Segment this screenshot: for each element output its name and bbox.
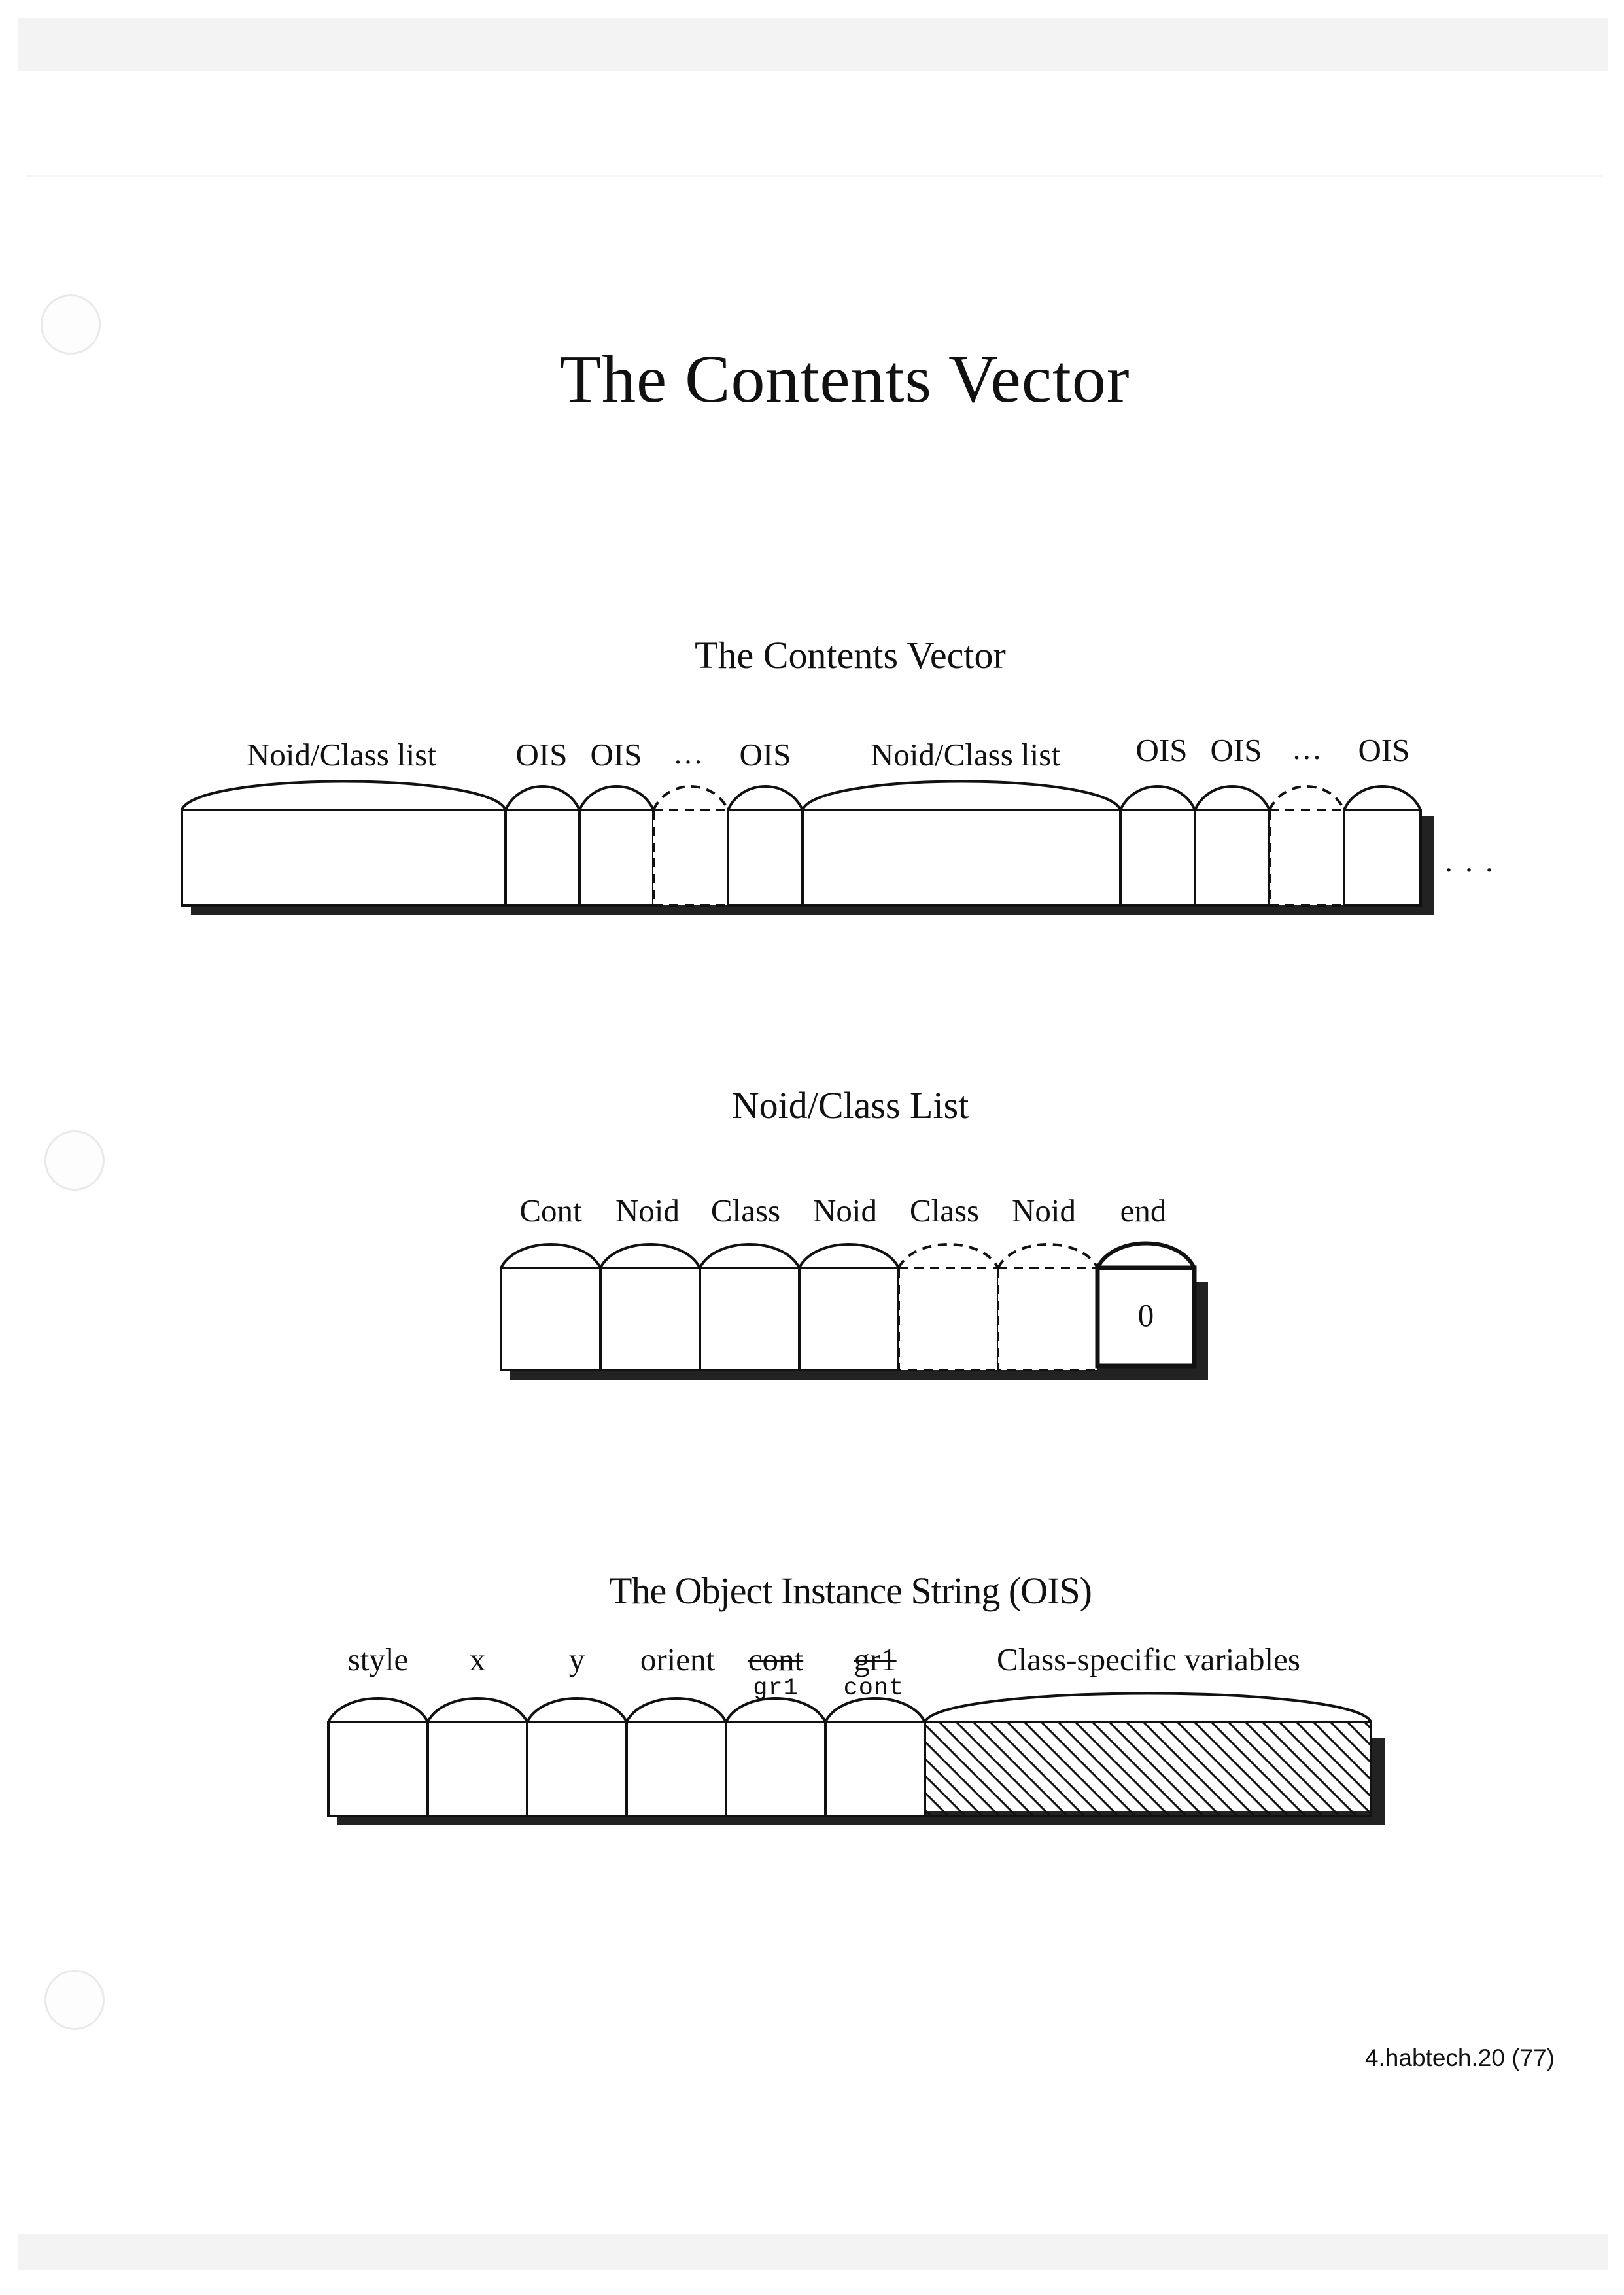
ois-cell-top-arc (725, 1697, 827, 1723)
ncl-end-value: 0 (1137, 1297, 1154, 1333)
ncl-cell-top-arc (599, 1243, 701, 1269)
faint-rule (26, 175, 1602, 177)
cv-cell-ois (1343, 809, 1422, 907)
cv-label-ois: OIS (515, 737, 568, 773)
cv-cell-ois (1119, 809, 1196, 907)
ois-label-gr1-struck: gr1 (854, 1641, 897, 1677)
cv-cell-ois-dashed (652, 809, 729, 907)
ois-cell-x (426, 1721, 528, 1817)
ncl-label-noid: Noid (1012, 1193, 1076, 1229)
cv-cell-top-arc-dashed (652, 785, 729, 811)
page-title: The Contents Vector (559, 342, 1130, 417)
ncl-cell (798, 1267, 900, 1371)
cv-cell-top-arc (1343, 785, 1422, 811)
cv-cell-top-arc (578, 785, 655, 811)
cv-cell-top-arc (181, 780, 507, 811)
cv-cell-top-arc-dashed (1268, 785, 1345, 811)
cv-cell-ois (727, 809, 804, 907)
ois-label-cont-struck: cont (748, 1641, 804, 1677)
ncl-cell (699, 1267, 801, 1371)
ois-cell-top-arc (526, 1697, 628, 1723)
cv-label-ois: OIS (1210, 732, 1262, 768)
cv-cell-top-arc (504, 785, 581, 811)
ncl-cell-top-arc (798, 1243, 900, 1269)
cv-ellipsis: ... (1292, 732, 1324, 765)
cv-cell-top-arc (801, 780, 1122, 811)
ncl-label-class: Class (909, 1193, 980, 1229)
cv-trailing-ellipsis: . . . (1445, 845, 1496, 878)
cv-cell-ois (1194, 809, 1271, 907)
contents-vector-title: The Contents Vector (695, 634, 1006, 676)
ois-label-x: x (469, 1641, 486, 1677)
ncl-cell-top-arc (699, 1243, 801, 1269)
cv-label-ois: OIS (739, 737, 791, 773)
ois-cell-top-arc (426, 1697, 528, 1723)
ois-title: The Object Instance String (OIS) (609, 1569, 1092, 1612)
ncl-label-class: Class (710, 1193, 781, 1229)
cv-ellipsis: ... (674, 737, 705, 770)
ois-cell-class-specific-hatched (924, 1721, 1372, 1817)
ncl-cell (500, 1267, 602, 1371)
ois-cell-cont (824, 1721, 926, 1817)
page-footer: 4.habtech.20 (77) (1364, 2044, 1555, 2071)
ois-cell-top-arc (924, 1692, 1372, 1723)
ncl-shadow-right (1194, 1282, 1208, 1380)
cv-label-ois: OIS (1135, 732, 1188, 768)
cv-label-ois: OIS (1358, 732, 1410, 768)
cv-label-noid-class-list: Noid/Class list (247, 737, 436, 773)
scan-bottom-band (18, 2234, 1608, 2270)
cv-cell-noid-class-list (181, 809, 507, 907)
punch-hole (44, 1130, 105, 1191)
ncl-cell-end (1095, 1265, 1197, 1369)
ois-cell-top-arc (625, 1697, 727, 1723)
punch-hole (44, 1970, 105, 2030)
cv-cell-top-arc (1119, 785, 1196, 811)
cv-cell-ois (504, 809, 581, 907)
noid-class-list-title: Noid/Class List (731, 1084, 969, 1127)
ois-cell-top-arc (327, 1697, 429, 1723)
cv-shadow-right (1421, 816, 1434, 913)
ois-cell-y (526, 1721, 628, 1817)
ncl-cell-top-arc-end (1096, 1241, 1196, 1269)
ncl-cell-top-arc (500, 1243, 602, 1269)
ois-cell-top-arc (824, 1697, 926, 1723)
ois-label-y: y (568, 1641, 585, 1677)
ois-label-class-specific: Class-specific variables (997, 1641, 1300, 1677)
cv-label-noid-class-list: Noid/Class list (871, 737, 1060, 773)
ois-label-style: style (347, 1641, 409, 1677)
cv-cell-top-arc (1194, 785, 1271, 811)
ois-label-orient: orient (640, 1641, 716, 1677)
ncl-cell-top-arc-dashed (997, 1243, 1099, 1269)
ois-shadow-right (1371, 1738, 1385, 1825)
cv-cell-top-arc (727, 785, 804, 811)
ois-cell-orient (625, 1721, 727, 1817)
ncl-label-noid: Noid (615, 1193, 680, 1229)
ois-cell-gr1 (725, 1721, 827, 1817)
ncl-cell-top-arc-dashed (897, 1243, 999, 1269)
cv-cell-noid-class-list (801, 809, 1122, 907)
cv-cell-ois-dashed (1268, 809, 1345, 907)
cv-cell-ois (578, 809, 655, 907)
ncl-label-cont: Cont (519, 1193, 582, 1229)
scan-top-band (18, 18, 1608, 71)
punch-hole (41, 294, 101, 355)
ncl-label-noid: Noid (813, 1193, 877, 1229)
ois-cell-style (327, 1721, 429, 1817)
ncl-label-end: end (1120, 1193, 1167, 1229)
cv-label-ois: OIS (590, 737, 642, 773)
